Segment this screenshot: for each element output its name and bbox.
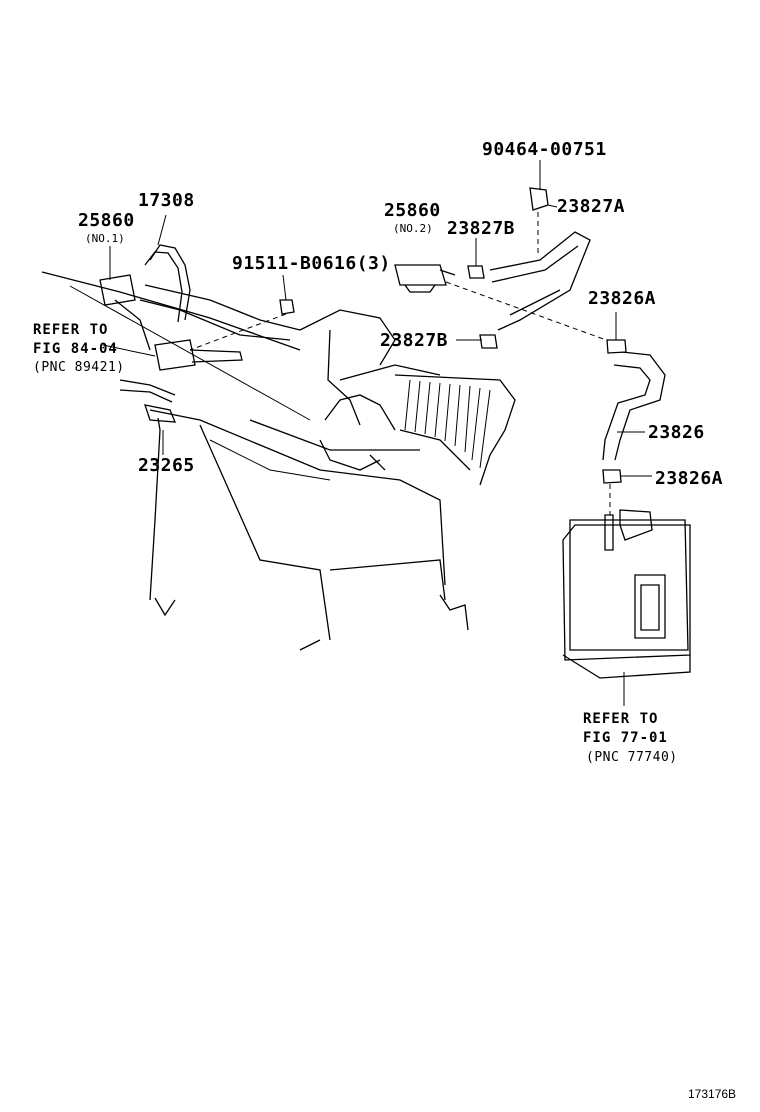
figure-id: 173176B <box>688 1087 737 1101</box>
clamps-23827b <box>445 265 621 349</box>
ref2-line3: (PNC 77740) <box>586 750 678 765</box>
label-23827b-mid: 23827B <box>380 330 449 351</box>
ref2-line2: FIG 77-01 <box>583 730 668 746</box>
ref1-line1: REFER TO <box>33 322 109 338</box>
bolt-91511 <box>189 299 295 351</box>
intake-hose <box>394 374 516 486</box>
sensor-23265 <box>144 404 177 431</box>
vsv-bracket <box>99 274 243 403</box>
label-23826a-top: 23826A <box>588 288 657 309</box>
leader-lines <box>102 160 652 706</box>
hose-23827a <box>489 231 591 331</box>
ref1-line3: (PNC 89421) <box>33 360 125 375</box>
hose-23826 <box>602 339 666 461</box>
clamp-23826a-bottom <box>602 469 622 515</box>
ref2-line1: REFER TO <box>583 711 659 727</box>
charcoal-canister <box>562 509 691 679</box>
hose-17308 <box>144 244 191 323</box>
label-25860-no2: 25860 <box>384 200 441 221</box>
label-23826a-bottom: 23826A <box>655 468 724 489</box>
label-no1: (NO.1) <box>85 232 125 245</box>
label-25860-no1: 25860 <box>78 210 135 231</box>
label-no2: (NO.2) <box>393 222 433 235</box>
label-17308: 17308 <box>138 190 195 211</box>
label-90464-00751: 90464-00751 <box>482 139 607 160</box>
engine-outline <box>41 271 469 651</box>
clip-90464 <box>529 187 549 255</box>
vsv-no2 <box>394 264 456 293</box>
label-23827b-top: 23827B <box>447 218 516 239</box>
label-23826: 23826 <box>648 422 705 443</box>
label-91511-b0616: 91511-B0616(3) <box>232 253 391 274</box>
label-23827a: 23827A <box>557 196 626 217</box>
label-23265: 23265 <box>138 455 195 476</box>
ref1-line2: FIG 84-04 <box>33 341 118 357</box>
